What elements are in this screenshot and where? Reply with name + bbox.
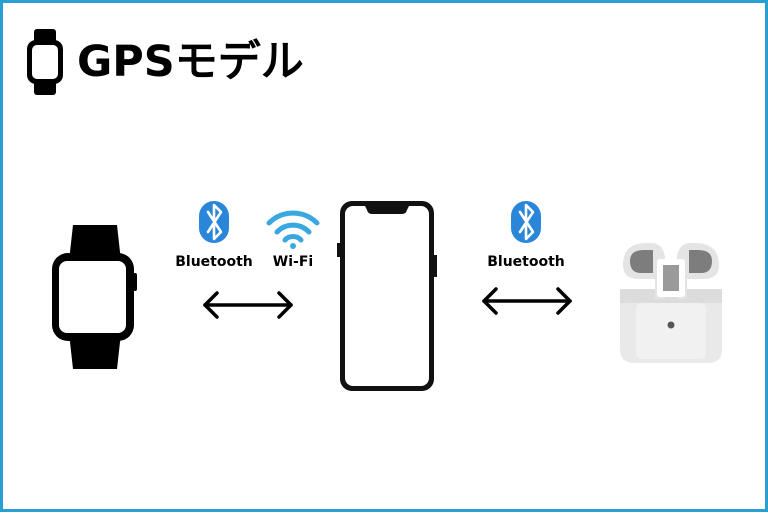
connection-diagram: Bluetooth Wi-Fi Bluetooth [52,201,722,391]
watch-icon [27,29,63,95]
title-row: GPSモデル [25,29,304,95]
bluetooth-icon [511,201,541,243]
page-title: GPSモデル [77,36,304,87]
wifi-icon [266,210,320,249]
bluetooth-label: Bluetooth [175,254,253,270]
bluetooth-icon [199,201,229,243]
watch-icon [52,225,137,369]
double-arrow-right [482,287,572,315]
smartphone-icon [337,201,437,391]
earbuds-icon [620,243,722,363]
double-arrow-left [203,291,293,319]
bluetooth-label: Bluetooth [487,254,565,270]
wifi-label: Wi-Fi [273,254,313,270]
